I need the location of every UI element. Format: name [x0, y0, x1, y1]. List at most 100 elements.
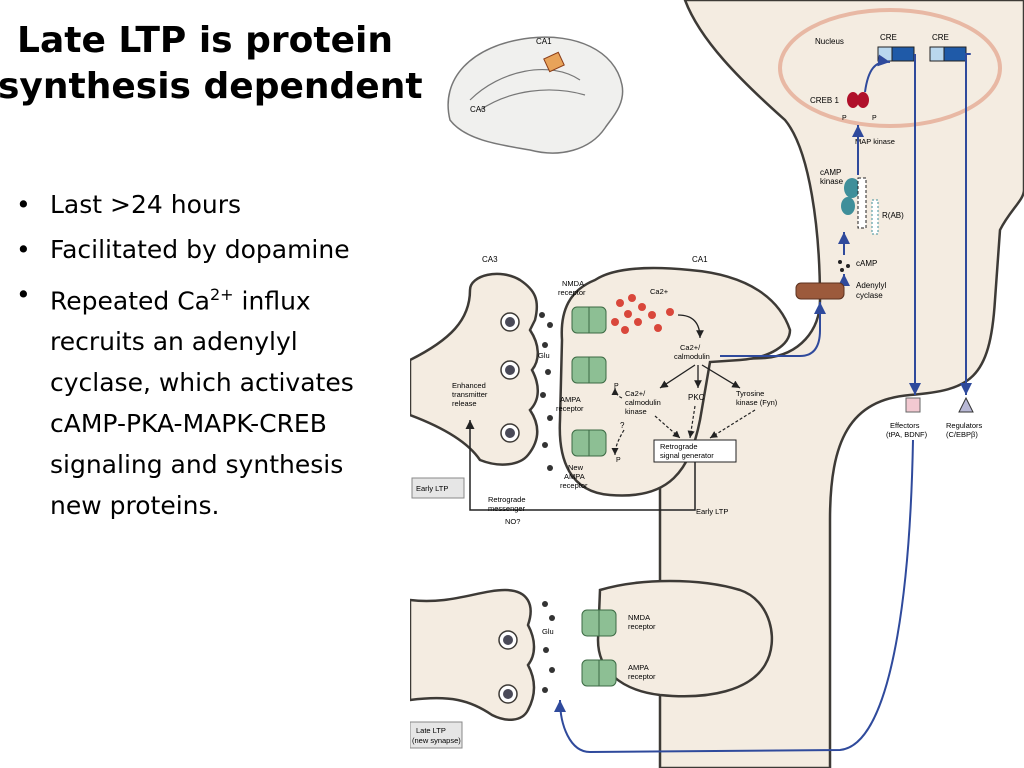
- calcium-ion: [611, 318, 619, 326]
- retrograde-generator-label: signal generator: [660, 451, 714, 460]
- early-ltp-box-label: Early LTP: [416, 484, 448, 493]
- calcium-ion: [616, 299, 624, 307]
- new-ampa-label: receptor: [560, 481, 588, 490]
- calcium-ion: [654, 324, 662, 332]
- calcium-ion: [638, 303, 646, 311]
- bullet-item: • Facilitated by dopamine: [14, 229, 394, 270]
- glutamate: [543, 647, 549, 653]
- cre-right-dark: [943, 46, 967, 62]
- glutamate: [542, 342, 548, 348]
- glutamate: [547, 465, 553, 471]
- ca-calmodulin-label: calmodulin: [674, 352, 710, 361]
- synaptic-vesicle: [503, 689, 513, 699]
- calcium-ion: [621, 326, 629, 334]
- creb-protein: [847, 92, 859, 108]
- nmda-label: NMDA: [562, 279, 584, 288]
- calcium-ion: [666, 308, 674, 316]
- bullet-symbol: •: [16, 280, 31, 309]
- late-ltp-label: Late LTP: [416, 726, 446, 735]
- bullet-item: •Last >24 hours: [14, 184, 394, 225]
- new-ampa-label: AMPA: [564, 472, 585, 481]
- bullet-text-rest: recruits an adenylyl cyclase, which acti…: [50, 327, 354, 521]
- effectors-label: Effectors: [890, 421, 920, 430]
- glutamate: [545, 369, 551, 375]
- hippocampus-curve: [469, 69, 581, 101]
- r-ab-label: R(AB): [882, 211, 904, 220]
- tyrosine-label: Tyrosine: [736, 389, 764, 398]
- enhanced-release-label: transmitter: [452, 390, 488, 399]
- ampa-b-label: AMPA: [628, 663, 649, 672]
- glutamate: [547, 322, 553, 328]
- synaptic-vesicle: [505, 317, 515, 327]
- retro-messenger-label: messenger: [488, 504, 526, 513]
- ca-to-calmodulin-arrow: [677, 314, 704, 339]
- hippocampus-curve: [479, 89, 586, 111]
- regulators-label: (C/EBPβ): [946, 430, 978, 439]
- inset-ca3-label: CA3: [470, 105, 486, 114]
- ca1-region-label: CA1: [692, 255, 708, 264]
- glutamate: [547, 415, 553, 421]
- kinase-to-new-ampa-arrow: [611, 429, 625, 456]
- glutamate: [549, 615, 555, 621]
- bullet-text-pre: Repeated Ca: [50, 286, 210, 316]
- tyrosine-label: kinase (Fyn): [736, 398, 778, 407]
- ltp-diagram: Nucleus CRE CRE CREB 1 P P MAP kinase cA…: [410, 0, 1024, 768]
- camp-molecule: [838, 260, 842, 264]
- ca-calmodulin-label: Ca2+/: [680, 343, 701, 352]
- regulators-label: Regulators: [946, 421, 983, 430]
- glutamate: [549, 667, 555, 673]
- camp-kinase-label: kinase: [820, 177, 844, 186]
- bullet-text-post: influx: [233, 286, 311, 316]
- synaptic-vesicle: [505, 428, 515, 438]
- early-ltp-box: [411, 477, 465, 499]
- nmda-b-label: NMDA: [628, 613, 650, 622]
- calcium-ion: [648, 311, 656, 319]
- late-ltp-box: [410, 721, 463, 749]
- camp-label: cAMP: [856, 259, 877, 268]
- bullet-symbol: •: [16, 235, 31, 264]
- adenylyl-cyclase-label: Adenylyl: [856, 281, 886, 290]
- ampa-label: receptor: [556, 404, 584, 413]
- title-line-1: Late LTP is protein: [17, 20, 393, 61]
- pka-catalytic: [841, 197, 855, 215]
- map-kinase-label: MAP kinase: [855, 137, 895, 146]
- calcium-ion: [634, 318, 642, 326]
- pka-catalytic: [844, 178, 860, 198]
- retro-messenger-label: Retrograde: [488, 495, 526, 504]
- bullet-text: Facilitated by dopamine: [50, 235, 350, 264]
- glutamate: [542, 601, 548, 607]
- glu-bottom-label: Glu: [542, 627, 554, 636]
- ampa-label: AMPA: [560, 395, 581, 404]
- synaptic-vesicle: [505, 365, 515, 375]
- question-label: ?: [620, 421, 625, 430]
- camkii-label: Ca2+/: [625, 389, 646, 398]
- camp-molecule: [840, 268, 844, 272]
- effectors-to-new-synapse-arrow: [554, 439, 914, 754]
- retrograde-messenger-path: [465, 420, 696, 511]
- camkii-label: kinase: [625, 407, 647, 416]
- no-label: NO?: [505, 517, 520, 526]
- camp-kinase-label: cAMP: [820, 168, 841, 177]
- cre-right-label: CRE: [932, 33, 949, 42]
- ca1-inset-marker: [543, 51, 565, 73]
- title-line-2: synthesis dependent: [0, 66, 423, 107]
- effectors-label: (tPA, BDNF): [886, 430, 928, 439]
- p-new-label: P: [616, 457, 621, 464]
- creb-protein: [857, 92, 869, 108]
- camkii-to-retro-arrow: [654, 415, 681, 439]
- camp-molecule: [846, 264, 850, 268]
- ampa-b-label: receptor: [628, 672, 656, 681]
- creb-p-left: P: [842, 115, 847, 122]
- cre-left-label: CRE: [880, 33, 897, 42]
- regulators-triangle: [958, 396, 974, 413]
- pkc-to-retro-arrow: [687, 405, 696, 439]
- bullet-symbol: •: [16, 190, 31, 219]
- pka-regulatory-free: [871, 199, 879, 235]
- creb-label: CREB 1: [810, 96, 839, 105]
- inset-ca1-label: CA1: [536, 37, 552, 46]
- cre-to-regulators-arrow: [960, 52, 972, 395]
- retrograde-generator-label: Retrograde: [660, 442, 698, 451]
- synaptic-vesicle: [503, 635, 513, 645]
- ca1-spine-lower: [596, 579, 774, 698]
